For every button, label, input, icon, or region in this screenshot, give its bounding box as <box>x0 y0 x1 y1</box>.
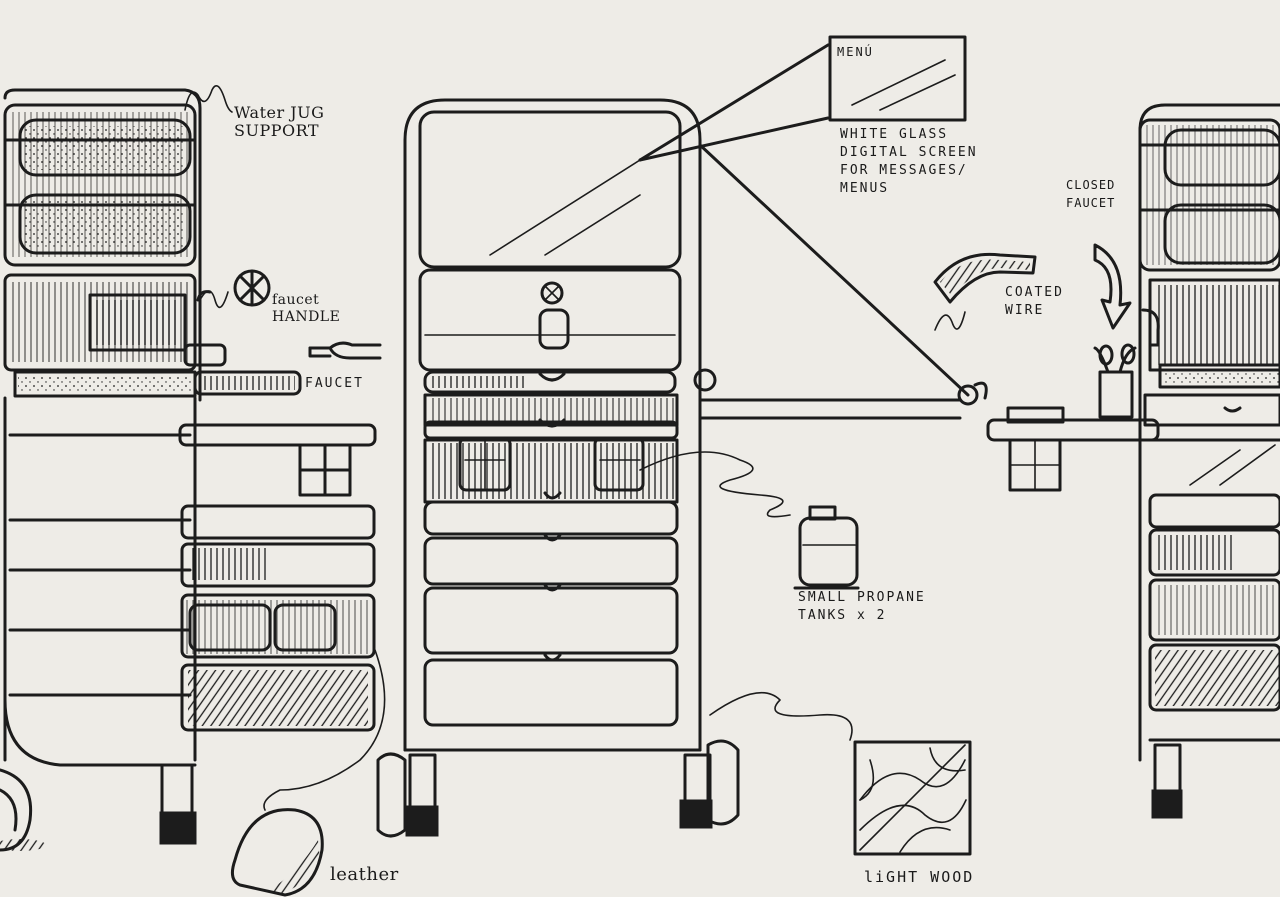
left-cart <box>0 88 377 852</box>
white-glass-screen-label: WHITE GLASS DIGITAL SCREEN FOR MESSAGES/… <box>840 127 978 196</box>
water-jug-squiggle <box>184 84 233 113</box>
closed-faucet-label: CLOSED FAUCET <box>1066 178 1116 210</box>
propane-tank-icon <box>639 451 860 590</box>
faucet-label: FAUCET <box>305 376 364 391</box>
faucet-handle-icon <box>199 269 271 309</box>
faucet-spout-icon <box>308 341 382 360</box>
menu-screen-label: MENÚ <box>837 45 874 59</box>
center-cart <box>376 98 962 838</box>
coated-wire-icon <box>933 252 1037 406</box>
small-propane-tanks-label: SMALL PROPANE TANKS x 2 <box>798 590 926 623</box>
faucet-handle-label: faucet HANDLE <box>272 292 341 325</box>
light-wood-label: liGHT WOOD <box>864 868 975 886</box>
menu-screen-callout <box>638 35 970 397</box>
right-cart <box>986 103 1280 819</box>
leather-strap-icon <box>230 649 386 897</box>
wood-swatch <box>709 692 972 856</box>
coated-wire-label: COATED WIRE <box>1005 285 1064 318</box>
leather-label: leather <box>330 864 399 885</box>
water-jug-support-label: Water JUG SUPPORT <box>234 103 325 140</box>
